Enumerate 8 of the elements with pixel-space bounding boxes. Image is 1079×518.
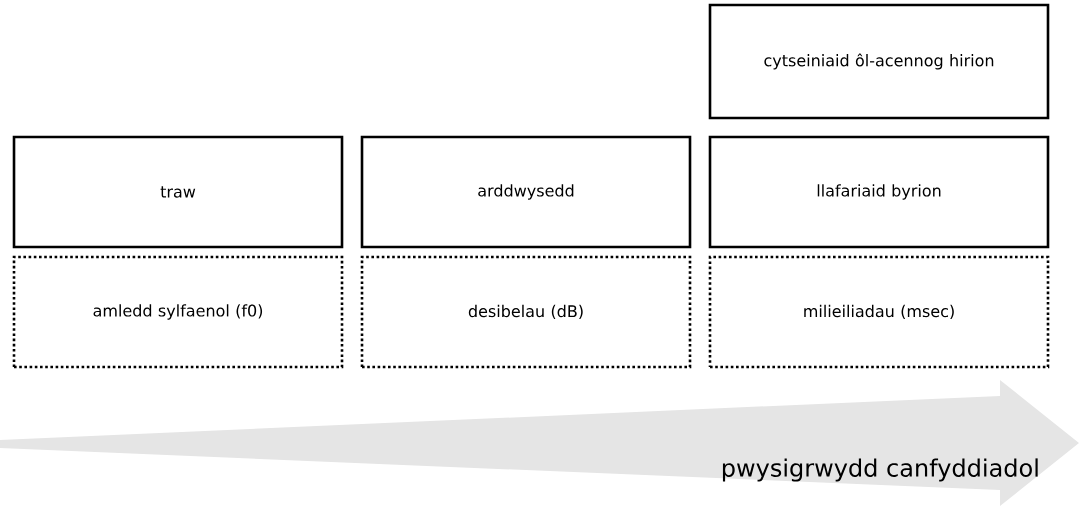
dotted-box: desibelau (dB): [360, 255, 692, 369]
dotted-box: milieiliadau (msec): [708, 255, 1050, 369]
text-box: cytseiniaid ôl-acennog hirion: [708, 3, 1050, 120]
dotted-box: amledd sylfaenol (f0): [12, 255, 344, 369]
text-box: llafariaid byrion: [708, 135, 1050, 249]
text-box: arddwysedd: [360, 135, 692, 249]
arrow-label: pwysigrwydd canfyddiadol: [722, 458, 1038, 482]
text-box: traw: [12, 135, 344, 249]
